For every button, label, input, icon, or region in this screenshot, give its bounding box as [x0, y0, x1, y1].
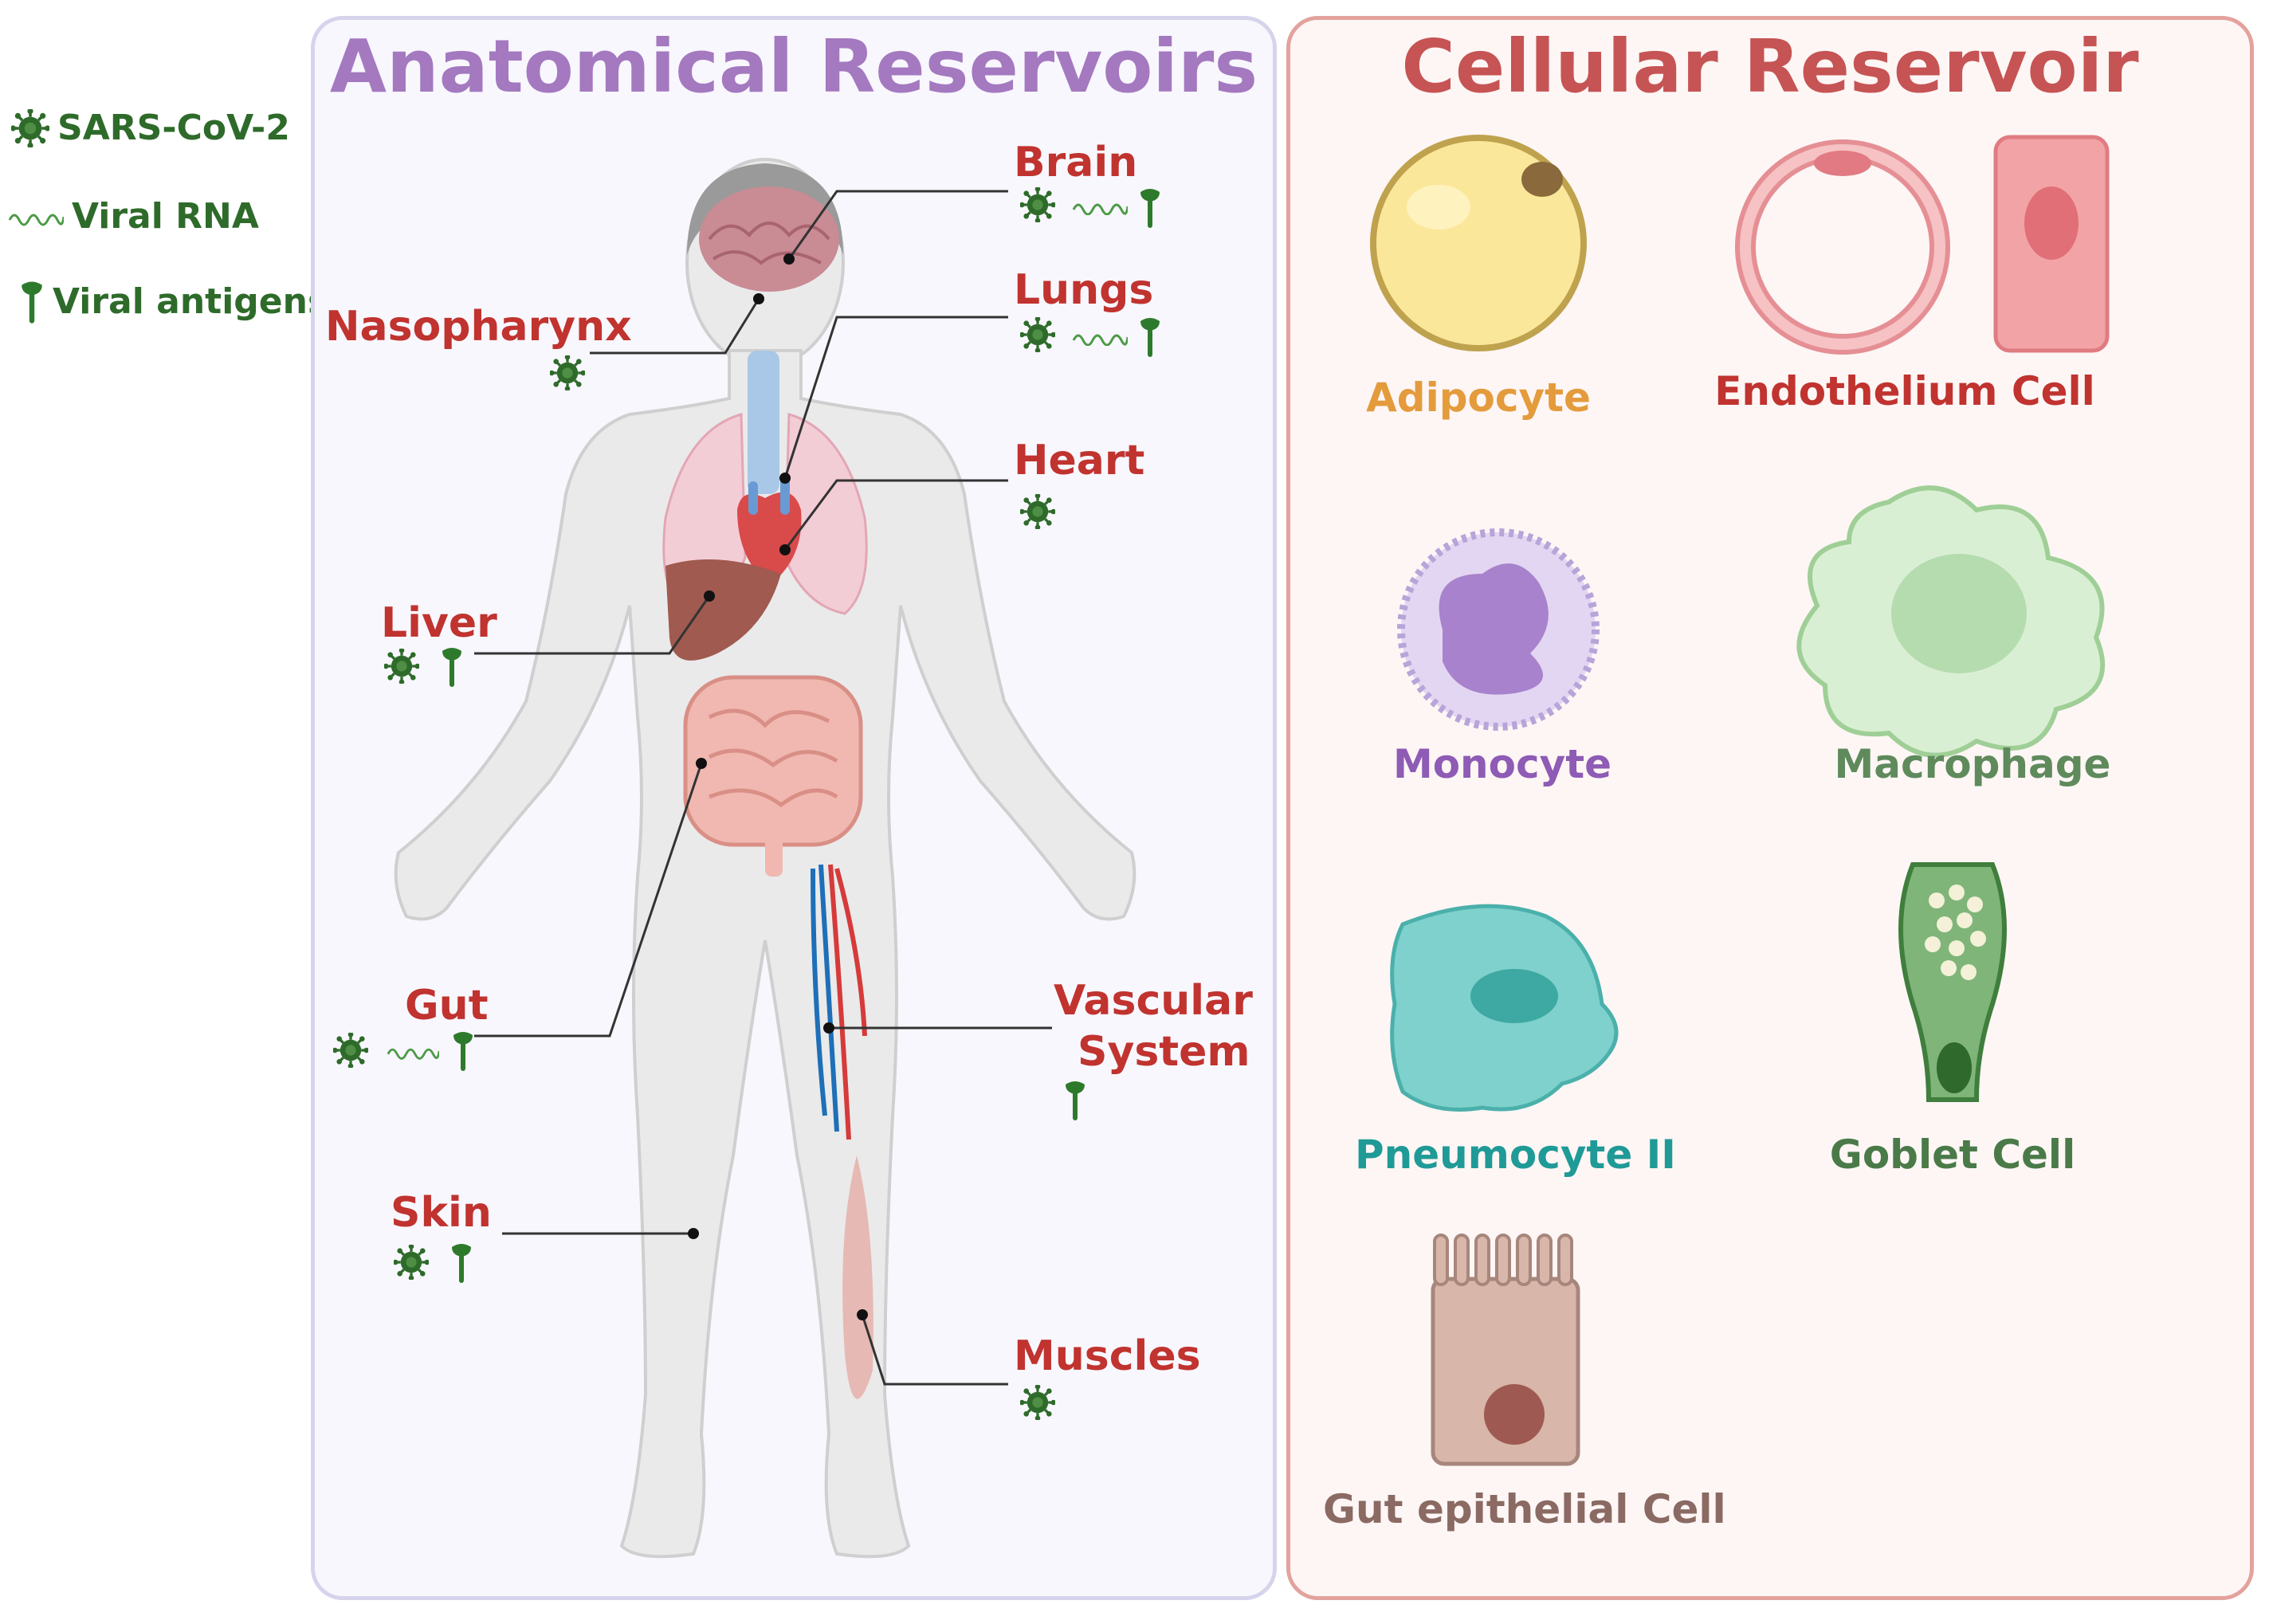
- label-vascular-line2: System: [1078, 1028, 1250, 1076]
- legend-label-virus: SARS-CoV-2: [57, 108, 290, 148]
- label-macrophage: Macrophage: [1834, 741, 2111, 787]
- brain-organ: [699, 186, 839, 292]
- label-gut-epithelial: Gut epithelial Cell: [1323, 1486, 1726, 1532]
- label-skin: Skin: [391, 1189, 492, 1237]
- label-pneumocyte: Pneumocyte II: [1355, 1132, 1676, 1178]
- legend-label-rna: Viral RNA: [72, 196, 259, 237]
- label-vascular-line1: Vascular: [1054, 977, 1253, 1025]
- label-gut: Gut: [405, 982, 489, 1030]
- adipocyte-illustration: [1370, 135, 1587, 351]
- gut-epithelial-illustration: [1431, 1234, 1580, 1466]
- heart-organ: [737, 477, 802, 586]
- vascular-organ: [811, 864, 867, 1140]
- macrophage-illustration: [1796, 485, 2106, 758]
- legend-item-rna: Viral RNA: [8, 196, 259, 237]
- label-brain: Brain: [1014, 139, 1138, 186]
- label-monocyte: Monocyte: [1392, 741, 1612, 787]
- intestine-organ: [683, 675, 863, 877]
- label-goblet: Goblet Cell: [1829, 1132, 2076, 1178]
- label-heart: Heart: [1014, 437, 1145, 484]
- legend-item-virus: SARS-CoV-2: [11, 108, 290, 148]
- endothelium-illustration: [1735, 135, 2110, 355]
- label-adipocyte: Adipocyte: [1366, 375, 1591, 421]
- legend-item-antigen: Viral antigens: [19, 279, 328, 324]
- cellular-title: Cellular Reservoir: [1401, 24, 2139, 109]
- monocyte-illustration: [1397, 528, 1600, 731]
- label-nasopharynx: Nasopharynx: [325, 303, 632, 351]
- label-muscles: Muscles: [1014, 1332, 1201, 1380]
- pneumocyte-illustration: [1390, 904, 1619, 1112]
- goblet-illustration: [1898, 862, 2007, 1102]
- label-endothelium: Endothelium Cell: [1714, 368, 2095, 414]
- leader-lines: [474, 190, 1052, 1386]
- label-liver: Liver: [381, 599, 497, 647]
- anatomical-title: Anatomical Reservoirs: [329, 24, 1258, 109]
- legend-label-antigen: Viral antigens: [53, 280, 329, 322]
- label-lungs: Lungs: [1014, 266, 1154, 314]
